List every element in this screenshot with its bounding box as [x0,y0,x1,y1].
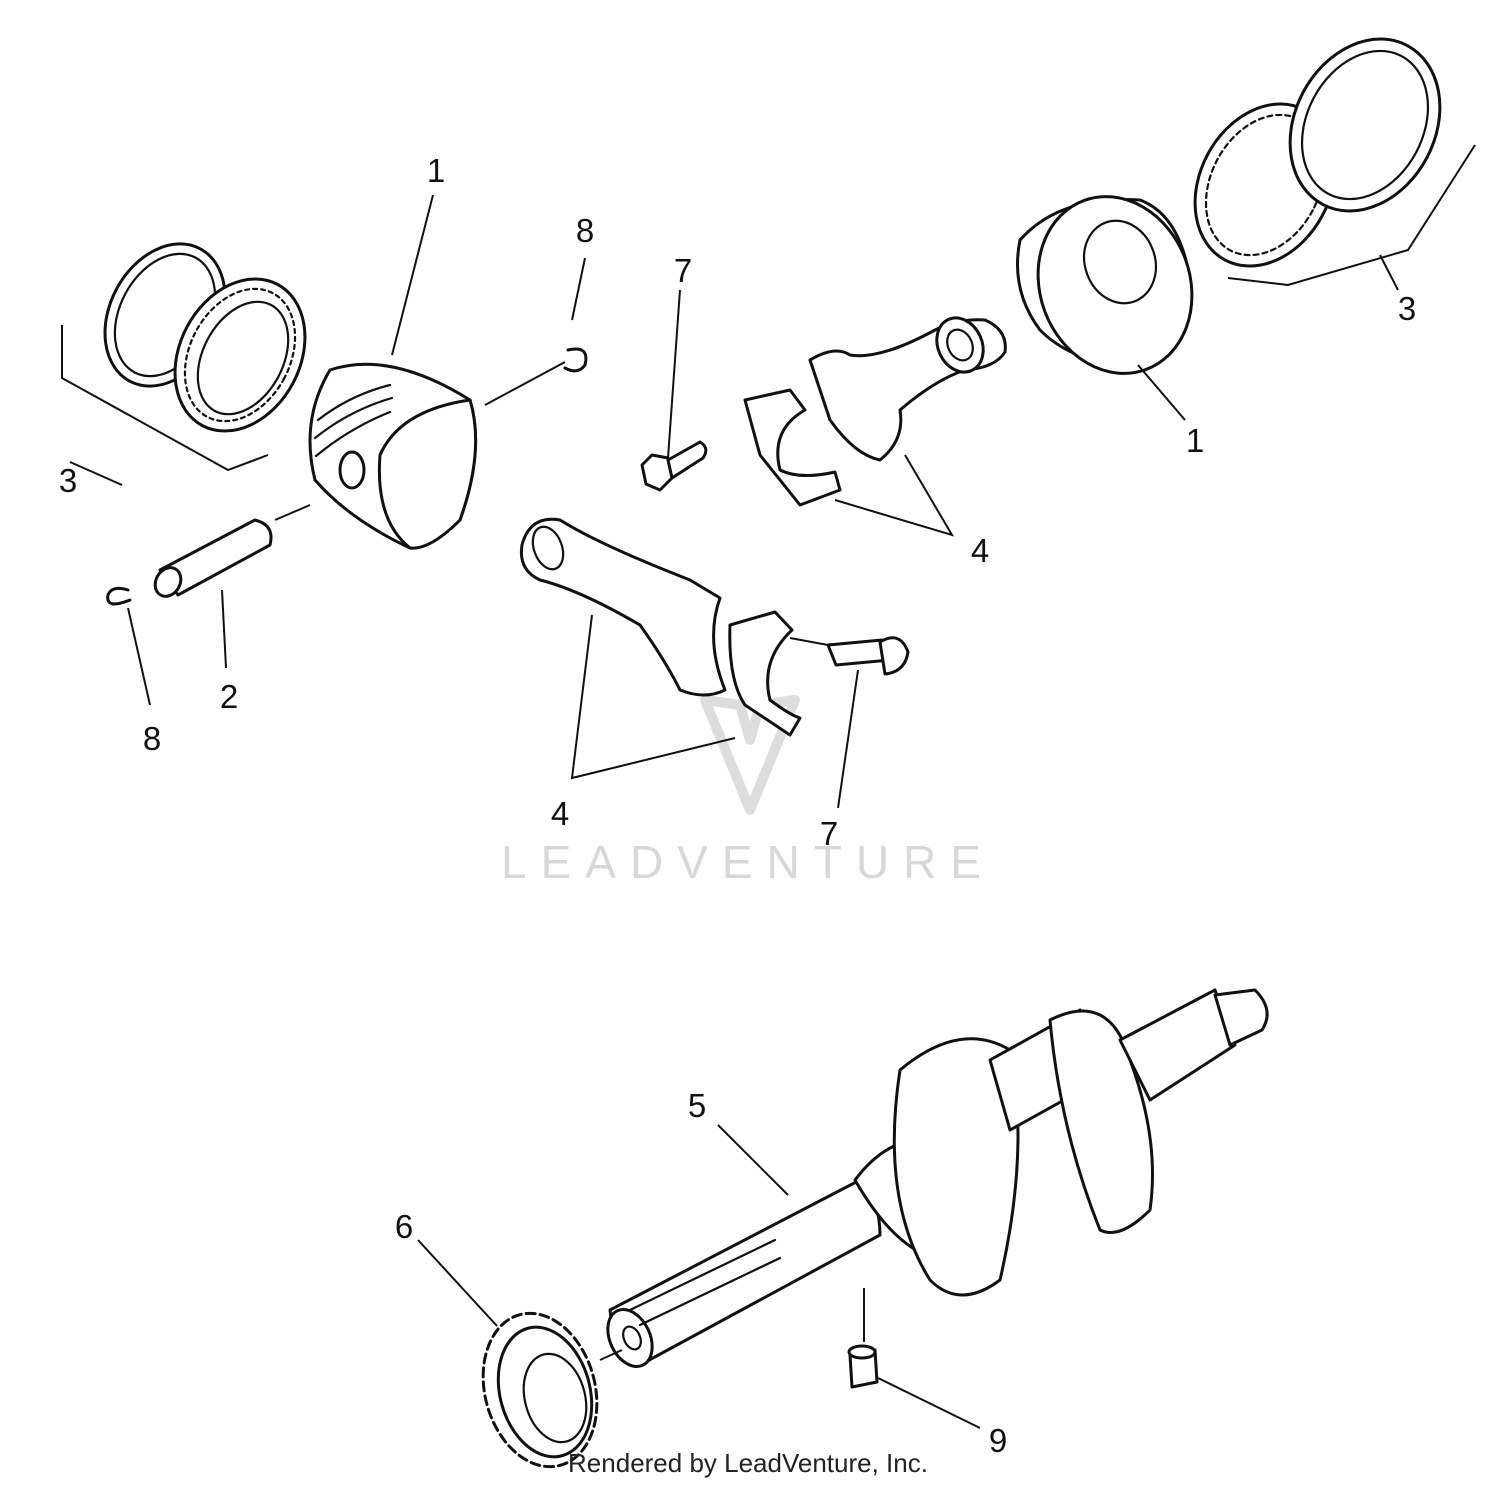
watermark: LEADVENTURE [501,695,995,888]
ring-set-bracket-right [1227,144,1476,287]
callout-7-lower-bolt: 7 [820,815,838,852]
leader-lines [69,194,1399,1429]
rod-bolt-upper [640,440,708,492]
dowel-pin [847,1288,879,1389]
piston-rings-left [103,242,307,433]
piston-pin [153,504,311,598]
watermark-text: LEADVENTURE [501,836,995,888]
rod-bolt-lower [789,636,910,676]
piston-right [1016,195,1194,375]
render-credit: Rendered by LeadVenture, Inc. [568,1448,928,1478]
connecting-rod-upper [808,316,1007,462]
callout-6-gear: 6 [395,1208,413,1245]
ring-set-bracket-left [61,325,269,472]
piston-rings-right [1193,37,1442,268]
rod-cap-upper [743,388,842,507]
callout-7-upper-bolt: 7 [674,252,692,289]
callout-4-lower-rod: 4 [551,795,569,832]
circlip-left-bottom [106,586,132,606]
callout-2-piston-pin: 2 [220,678,238,715]
crank-gear [481,1311,623,1469]
callout-4-upper-rod: 4 [971,532,989,569]
callout-9-dowel: 9 [989,1422,1007,1459]
connecting-rod-lower [519,517,727,697]
callout-3-right-rings: 3 [1398,290,1416,327]
crankshaft [606,988,1269,1368]
callout-1-left-piston: 1 [427,152,445,189]
callout-3-left-rings: 3 [59,462,77,499]
callout-8-top-clip: 8 [576,212,594,249]
circlip-left-top [484,347,588,406]
piston-left [308,362,478,550]
callout-8-bottom-clip: 8 [143,720,161,757]
callout-5-crankshaft: 5 [688,1087,706,1124]
callout-1-right-piston: 1 [1186,422,1204,459]
rod-cap-lower [728,610,802,737]
